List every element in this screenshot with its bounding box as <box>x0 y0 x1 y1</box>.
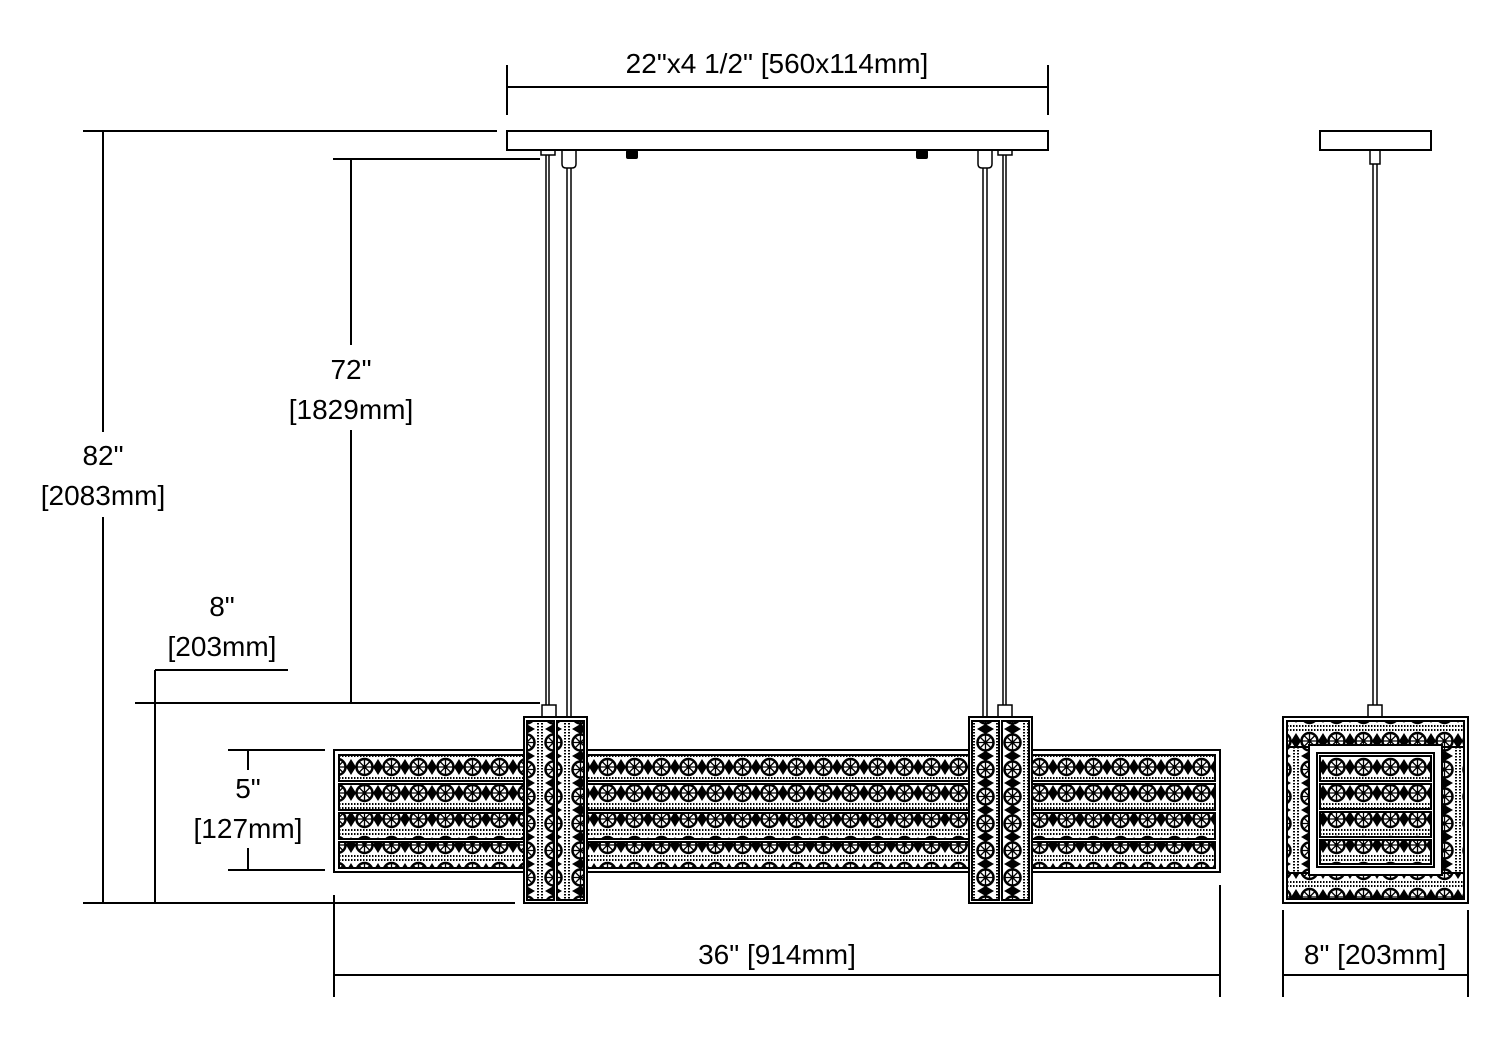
rod-length-metric: [1829mm] <box>289 394 414 425</box>
canopy-dimension: 22"x4 1/2" [560x114mm] <box>506 48 1049 115</box>
overall-height-metric: [2083mm] <box>41 480 166 511</box>
side-view <box>1282 130 1469 904</box>
left-post <box>523 716 588 904</box>
fixture-length-dimension: 36" [914mm] <box>333 885 1221 997</box>
front-canopy <box>506 130 1049 169</box>
overall-height-imperial: 82" <box>82 440 123 471</box>
panel-height-metric: [127mm] <box>194 813 303 844</box>
right-post <box>968 716 1033 904</box>
fixture-body-front <box>333 749 1221 873</box>
fixture-height-imperial: 8" <box>209 591 235 622</box>
canopy-dimension-label: 22"x4 1/2" [560x114mm] <box>626 48 929 79</box>
fixture-length-label: 36" [914mm] <box>698 939 856 970</box>
fixture-height-metric: [203mm] <box>168 631 277 662</box>
suspension-rods <box>541 155 1013 718</box>
panel-height-imperial: 5" <box>235 773 261 804</box>
overall-height-dimension: 82" [2083mm] <box>20 130 515 904</box>
rod-length-dimension: 72" [1829mm] <box>135 158 540 704</box>
rod-length-imperial: 72" <box>330 354 371 385</box>
fixture-height-dimension: 8" [203mm] <box>154 591 288 903</box>
panel-height-dimension: 5" [127mm] <box>178 749 325 871</box>
fixture-depth-label: 8" [203mm] <box>1304 939 1446 970</box>
fixture-depth-dimension: 8" [203mm] <box>1282 910 1469 997</box>
